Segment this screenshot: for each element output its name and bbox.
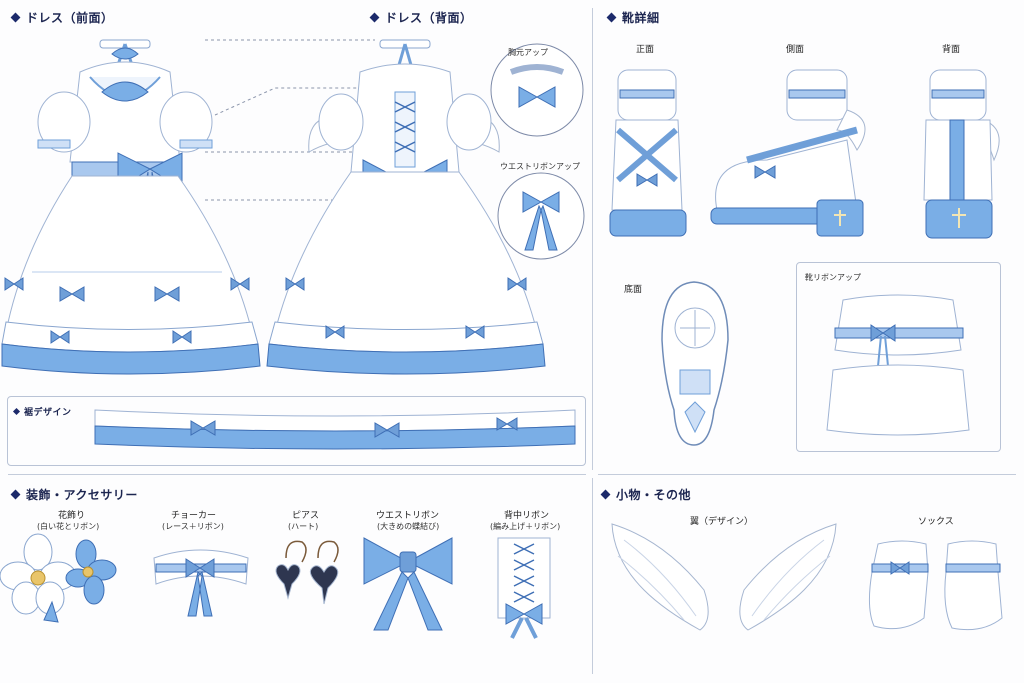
shoe-view-back-label: 背面 [942,45,961,55]
shoe-ribbon-closeup-label: 靴リボンアップ [805,273,861,282]
shoe-view-side-label: 側面 [786,45,805,55]
accessory-title: 花飾り [58,511,86,521]
callout-label-waist: ウエストリボンアップ [500,162,580,171]
vertical-divider [592,478,593,674]
dress-back-illustration [266,39,546,375]
section-title-dress-back: ドレス（背面） [369,9,473,26]
section-title-text: 小物・その他 [616,488,692,502]
choker-illustration [153,549,249,617]
earrings-illustration [275,540,339,605]
section-title-misc: 小物・その他 [600,486,692,503]
shoe-ribbon-closeup-illustration [826,294,970,436]
hem-design-title: 裾デザイン [12,405,72,418]
flower-ornament-illustration [0,533,117,623]
section-title-text: 靴詳細 [622,11,660,25]
accessory-sub: (レース＋リボン) [162,522,224,531]
leader-lines [205,39,375,201]
diamond-bullet-icon [10,12,21,23]
wings-illustration [611,523,837,631]
waist-ribbon-illustration [363,537,453,631]
section-title-text: ドレス（背面） [385,11,473,25]
section-title-shoes: 靴詳細 [606,9,660,26]
waist-closeup-circle [497,172,585,260]
socks-label: ソックス [918,517,954,527]
accessory-sub: (白い花とリボン) [37,522,100,531]
back-ribbon-illustration [497,537,551,639]
section-title-text: 装飾・アクセサリー [26,488,138,502]
diamond-bullet-icon [606,12,617,23]
hem-design-panel [7,396,586,466]
accessory-sub: (ハート) [288,522,319,531]
section-title-dress-front: ドレス（前面） [10,9,114,26]
diamond-bullet-icon [10,489,21,500]
section-title-text: 裾デザイン [24,408,72,418]
hem-illustration [94,409,576,450]
wings-label: 翼（デザイン） [690,517,754,527]
accessory-sub: (大きめの蝶結び) [377,522,440,531]
accessory-title: ピアス [292,511,320,521]
diamond-bullet-icon [369,12,380,23]
shoe-view-sole-label: 底面 [624,285,643,295]
section-title-text: ドレス（前面） [26,11,114,25]
accessory-title: 背中リボン [504,511,550,521]
diamond-bullet-icon [600,489,611,500]
shoe-view-front-label: 正面 [636,45,655,55]
shoe-sole-illustration [661,281,729,446]
neck-closeup-circle [490,43,584,137]
accessory-title: ウエストリボン [376,511,440,521]
horizontal-divider [598,474,1016,475]
section-title-accessories: 装飾・アクセサリー [10,486,138,503]
shoe-front-illustration [609,69,687,237]
dress-front-illustration [1,39,261,375]
horizontal-divider [8,474,586,475]
shoe-back-illustration [923,69,1000,239]
diamond-bullet-icon [12,407,21,416]
shoe-side-illustration [710,69,866,237]
accessory-sub: (編み上げ＋リボン) [490,522,561,531]
accessory-title: チョーカー [171,511,217,521]
shoe-ribbon-closeup-panel [796,262,1001,452]
socks-illustration [868,540,1003,631]
vertical-divider [592,8,593,470]
callout-label-neck: 胸元アップ [508,48,548,57]
